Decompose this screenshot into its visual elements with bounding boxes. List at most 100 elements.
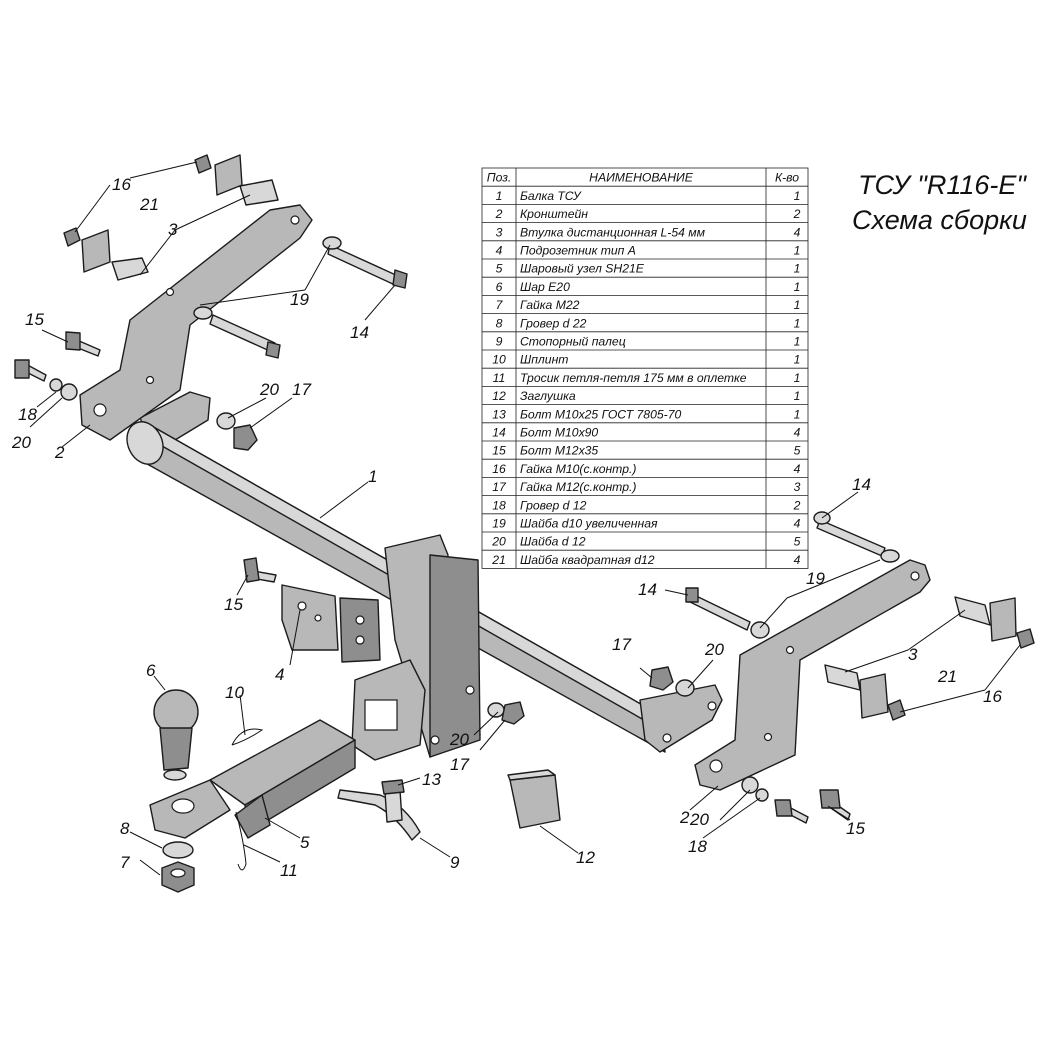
table-row-pos: 10 — [492, 353, 506, 367]
table-row-qty: 2 — [793, 498, 801, 512]
table-row-qty: 5 — [794, 535, 801, 549]
table-row-qty: 1 — [794, 353, 801, 367]
callout-15-right: 15 — [846, 819, 865, 838]
table-row-pos: 4 — [496, 244, 503, 258]
table-header-pos: Поз. — [487, 171, 512, 185]
table-row-name: Втулка дистанционная L-54 мм — [520, 225, 706, 239]
table-row-qty: 1 — [794, 244, 801, 258]
callout-4: 4 — [275, 665, 284, 684]
table-row-pos: 5 — [496, 262, 503, 276]
table-row-qty: 4 — [794, 426, 801, 440]
callout-15-mid: 15 — [224, 595, 243, 614]
table-header-qty: К-во — [775, 171, 799, 185]
table-row-qty: 4 — [794, 462, 801, 476]
table-row-name: Гровер d 22 — [520, 316, 587, 330]
table-row-qty: 1 — [794, 316, 801, 330]
table-row-name: Гровер d 12 — [520, 498, 587, 512]
table-row-name: Подрозетник тип А — [520, 244, 636, 258]
table-row-name: Шаровый узел SH21E — [520, 262, 645, 276]
table-row-name: Стопорный палец — [520, 335, 626, 349]
table-row-name: Шайба d 12 — [520, 535, 586, 549]
table-row-pos: 12 — [492, 389, 506, 403]
callout-18-right: 18 — [688, 837, 707, 856]
callout-20-top: 20 — [259, 380, 279, 399]
callout-16-right: 16 — [983, 687, 1002, 706]
ball-mount — [149, 689, 356, 839]
leader-lines — [29, 161, 1021, 876]
ball-nut-and-washer — [161, 841, 195, 893]
table-row-qty: 1 — [794, 371, 801, 385]
callout-2-left: 2 — [54, 443, 65, 462]
table-row-name: Шайба d10 увеличенная — [520, 517, 658, 531]
callout-12: 12 — [576, 848, 595, 867]
table-row-name: Тросик петля-петля 175 мм в оплетке — [520, 371, 747, 385]
table-row-name: Кронштейн — [520, 207, 588, 221]
table-row-name: Балка ТСУ — [520, 189, 582, 203]
callouts: 1 2 2 3 3 4 5 6 7 8 9 10 11 12 13 14 14 … — [11, 175, 1002, 880]
right-fasteners — [487, 511, 1035, 824]
table-row-name: Болт М10х25 ГОСТ 7805-70 — [520, 407, 681, 421]
callout-11: 11 — [280, 861, 298, 880]
left-fasteners — [14, 154, 408, 451]
diagram-title: ТСУ "R116-E" — [858, 170, 1027, 200]
callout-3-left: 3 — [168, 220, 178, 239]
table-row-name: Заглушка — [520, 389, 576, 403]
table-row-qty: 1 — [794, 389, 801, 403]
table-row-pos: 20 — [491, 535, 506, 549]
table-row-pos: 6 — [496, 280, 503, 294]
callout-20-right-bottom: 20 — [689, 810, 709, 829]
table-row-pos: 7 — [496, 298, 504, 312]
callout-15-left: 15 — [25, 310, 44, 329]
callout-7: 7 — [120, 853, 130, 872]
callout-18-left: 18 — [18, 405, 37, 424]
receiver-bracket — [351, 534, 481, 761]
callout-14-left: 14 — [350, 323, 369, 342]
callout-9: 9 — [450, 853, 460, 872]
table-row-pos: 9 — [496, 335, 503, 349]
table-row-qty: 1 — [794, 280, 801, 294]
callout-14-right-mid: 14 — [638, 580, 657, 599]
callout-19-left: 19 — [290, 290, 309, 309]
callout-20-left: 20 — [11, 433, 31, 452]
table-row-pos: 15 — [492, 444, 506, 458]
left-bracket — [79, 204, 313, 441]
table-row-name: Шплинт — [520, 353, 568, 367]
table-row-pos: 3 — [496, 225, 503, 239]
callout-5: 5 — [300, 833, 310, 852]
callout-10: 10 — [225, 683, 244, 702]
table-header-name: НАИМЕНОВАНИЕ — [589, 171, 694, 185]
table-row-name: Гайка М10(с.контр.) — [520, 462, 636, 476]
table-row-pos: 11 — [493, 371, 506, 385]
table-row-qty: 1 — [794, 262, 801, 276]
callout-14-right-top: 14 — [852, 475, 871, 494]
right-bracket — [694, 559, 931, 791]
table-row-name: Болт М10х90 — [520, 426, 598, 440]
callout-17-mid: 17 — [612, 635, 631, 654]
table-row-pos: 14 — [492, 426, 506, 440]
callout-13: 13 — [422, 770, 441, 789]
table-row-qty: 2 — [793, 207, 801, 221]
table-row-qty: 1 — [794, 189, 801, 203]
callout-16-left: 16 — [112, 175, 131, 194]
table-row-name: Гайка М12(с.контр.) — [520, 480, 636, 494]
table-row-qty: 5 — [794, 444, 801, 458]
table-row-qty: 4 — [794, 553, 801, 567]
callout-1: 1 — [368, 467, 377, 486]
table-row-pos: 13 — [492, 407, 506, 421]
table-row-qty: 3 — [794, 480, 801, 494]
callout-20-right: 20 — [449, 730, 469, 749]
table-row-pos: 17 — [492, 480, 507, 494]
callout-6: 6 — [146, 661, 156, 680]
callout-21-left: 21 — [139, 195, 159, 214]
table-row-pos: 2 — [495, 207, 503, 221]
table-row-qty: 4 — [794, 517, 801, 531]
table-row-name: Шар E20 — [520, 280, 570, 294]
pin-and-clip — [231, 728, 561, 871]
callout-2-right: 2 — [679, 808, 690, 827]
table-row-pos: 16 — [492, 462, 506, 476]
callout-8: 8 — [120, 819, 130, 838]
table-row-name: Гайка М22 — [520, 298, 580, 312]
callout-3-right: 3 — [908, 645, 918, 664]
